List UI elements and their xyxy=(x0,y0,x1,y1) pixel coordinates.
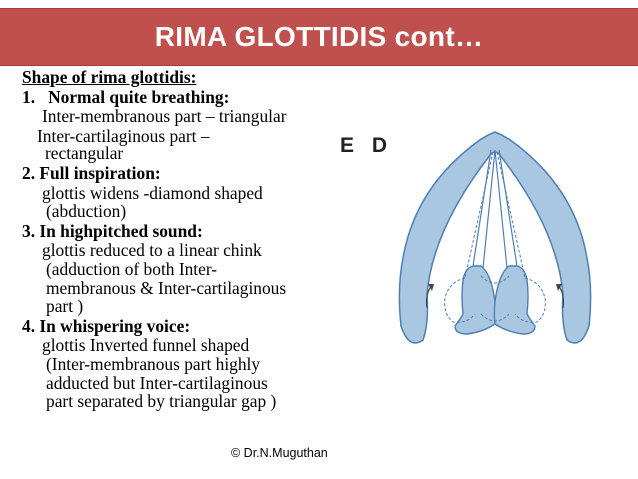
dashed-vocal-fold-line xyxy=(464,151,526,279)
copyright-text: © Dr.N.Muguthan xyxy=(231,446,328,460)
item-4-line: (Inter-membranous part highly xyxy=(46,353,261,374)
item-3-line: (adduction of both Inter- xyxy=(46,258,218,279)
right-vocal-fold-line xyxy=(494,149,518,269)
slide-title: RIMA GLOTTIDIS cont… xyxy=(154,21,484,52)
item-2-line: glottis widens -diamond shaped xyxy=(42,182,263,203)
figure-label: E D xyxy=(340,134,394,157)
item-1-line: Inter-membranous part – triangular xyxy=(42,106,287,127)
item-3-line: glottis reduced to a linear chink xyxy=(42,240,262,261)
right-arrow-head xyxy=(556,284,562,291)
title-bar: RIMA GLOTTIDIS cont… xyxy=(0,8,638,66)
item-3-heading: 3. In highpitched sound: xyxy=(22,220,203,241)
item-2-heading: 2. Full inspiration: xyxy=(22,162,161,183)
item-2-line: (abduction) xyxy=(46,201,127,222)
heading-shape: Shape of rima glottidis: xyxy=(22,67,197,87)
item-1-line: Inter-cartilaginous part – xyxy=(37,125,210,146)
left-vocal-fold-line xyxy=(472,149,496,269)
item-1-line: rectangular xyxy=(45,143,124,164)
dashed-medial-outline xyxy=(480,275,510,322)
left-arytenoid-shape xyxy=(454,265,497,335)
right-motion-arrow xyxy=(558,285,565,309)
right-arytenoid-shape xyxy=(493,265,536,335)
left-motion-arrow xyxy=(425,285,432,309)
item-1-heading: 1. Normal quite breathing: xyxy=(22,86,230,107)
rima-glottidis-diagram xyxy=(398,131,592,344)
item-4-line: glottis Inverted funnel shaped xyxy=(42,335,250,356)
item-3-line: part ) xyxy=(46,296,84,317)
item-4-heading: 4. In whispering voice: xyxy=(22,315,191,336)
slide-body: Shape of rima glottidis: 1. Normal quite… xyxy=(22,67,327,412)
left-arrow-head xyxy=(428,284,434,291)
item-4-line: part separated by triangular gap ) xyxy=(46,391,277,412)
item-4-line: adducted but Inter-cartilaginous xyxy=(46,372,268,393)
item-3-line: membranous & Inter-cartilaginous xyxy=(46,277,287,298)
